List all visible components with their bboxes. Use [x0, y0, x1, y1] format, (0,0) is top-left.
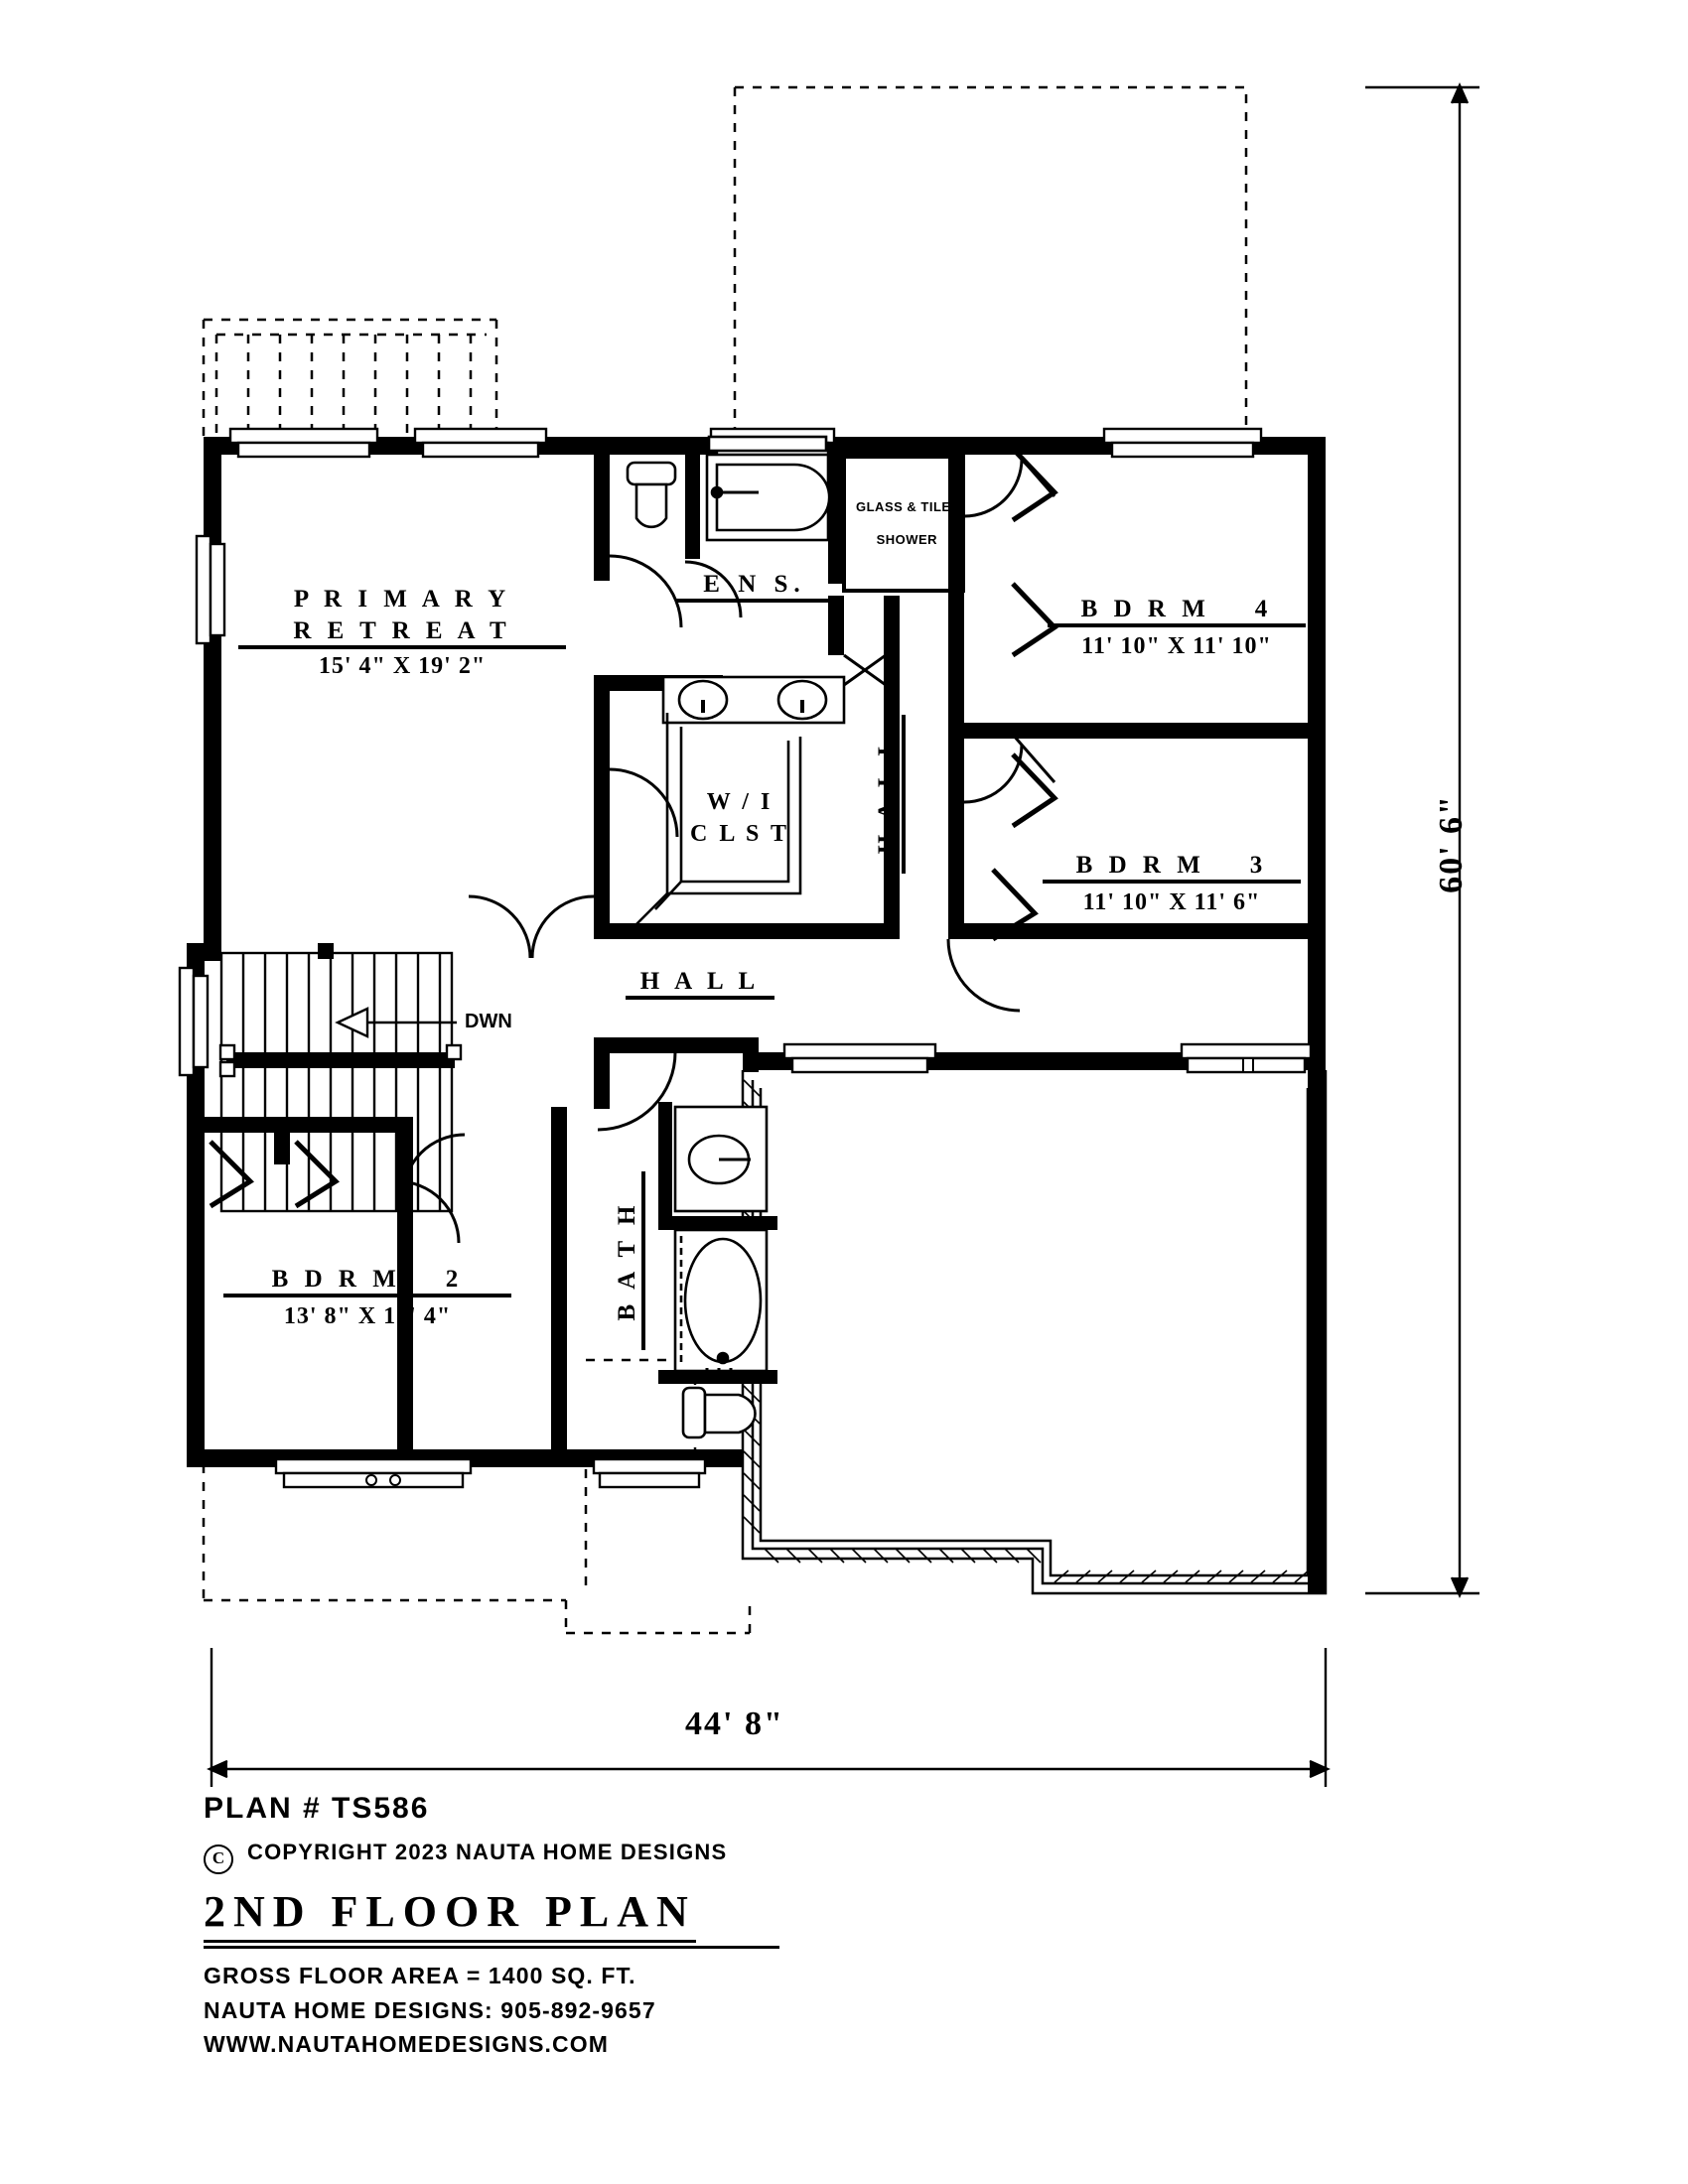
door-closet-bdrm3	[1011, 734, 1056, 783]
door-arc-ens	[609, 554, 683, 628]
door-arc-primary-a	[468, 894, 532, 959]
vanity-ensuite	[661, 675, 846, 725]
bdrm4-dim: 11' 10" X 11' 10"	[1081, 633, 1272, 659]
wic-name-line2: C L S T	[690, 821, 789, 847]
shower-label-line1: GLASS & TILE	[856, 499, 951, 514]
overall-height-dim: 60' 6"	[1433, 794, 1470, 893]
door-arc-wc	[684, 560, 743, 618]
website: WWW.NAUTAHOMEDESIGNS.COM	[204, 2031, 609, 2057]
shower-ensuite	[842, 455, 965, 593]
bdrm2-dim: 13' 8" X 10' 4"	[283, 1303, 452, 1329]
chevron-bdrm4-top	[1011, 447, 1058, 523]
door-arc-bdrm4	[963, 458, 1024, 518]
bathtub-main	[673, 1228, 769, 1378]
hall-vertical-name: H A L L	[874, 715, 906, 874]
closet-doors-bdrm2	[209, 1140, 340, 1209]
lower-roof-outline	[741, 1070, 1328, 1595]
gross-floor-area: GROSS FLOOR AREA = 1400 SQ. FT.	[204, 1963, 636, 1988]
title-underline	[204, 1946, 779, 1949]
primary-retreat-name-line2: R E T R E A T	[238, 617, 566, 649]
ensuite-name: E N S.	[675, 571, 834, 603]
company-phone: NAUTA HOME DESIGNS: 905-892-9657	[204, 1996, 656, 2023]
door-arc-wic	[609, 767, 679, 838]
copyright-text: COPYRIGHT 2023 NAUTA HOME DESIGNS	[247, 1840, 728, 1864]
stair-handrail	[218, 1043, 463, 1078]
wic-name-line1: W / I	[706, 789, 774, 815]
copyright-line: C COPYRIGHT 2023 NAUTA HOME DESIGNS	[204, 1840, 779, 1874]
bath-name: B A T H	[614, 1171, 645, 1350]
primary-retreat-dim: 15' 4" X 19' 2"	[318, 653, 487, 679]
plan-number: PLAN # TS586	[204, 1792, 430, 1825]
title-block: PLAN # TS586 C COPYRIGHT 2023 NAUTA HOME…	[204, 1792, 779, 2062]
door-arc-hall-lower	[946, 938, 1021, 1013]
bdrm3-dim: 11' 10" X 11' 6"	[1082, 889, 1261, 915]
closet-door-chevrons	[991, 447, 1058, 942]
lower-roof-hatch	[743, 1079, 1326, 1583]
door-arc-primary-b	[530, 894, 595, 959]
bdrm3-name: B D R M 3	[1043, 852, 1301, 884]
door-arc-bdrm3	[963, 744, 1024, 804]
shower-label-line2: SHOWER	[876, 531, 938, 547]
bathtub-ensuite	[705, 435, 831, 542]
bdrm2-name: B D R M 2	[223, 1266, 511, 1297]
chevron-bdrm3-bottom	[991, 868, 1039, 942]
bdrm4-name: B D R M 4	[1048, 596, 1306, 627]
closet-shelving-wic	[612, 713, 802, 927]
stairs-down-label: DWN	[465, 1011, 512, 1032]
overall-width-dim: 44' 8"	[685, 1706, 784, 1742]
windows	[178, 427, 1313, 1489]
stair-direction-arrow	[335, 1007, 457, 1038]
doors	[396, 448, 1056, 1244]
hall-door-small	[843, 653, 887, 687]
chevron-bdrm3-top	[1011, 752, 1058, 829]
chevron-bdrm4-bottom	[1011, 582, 1058, 658]
shower-label: GLASS & TILE SHOWER	[856, 499, 965, 548]
sink-bath	[673, 1105, 769, 1213]
copyright-icon: C	[204, 1844, 233, 1874]
plan-title: 2ND FLOOR PLAN	[204, 1886, 696, 1943]
toilet-bath	[681, 1386, 757, 1439]
hall-center-name: H A L L	[626, 968, 774, 1000]
primary-retreat-name-line1: P R I M A R Y	[293, 586, 511, 613]
toilet-ensuite	[626, 461, 677, 529]
door-arc-bath	[597, 1051, 677, 1132]
staircase	[219, 951, 454, 1213]
window-mullions	[365, 1057, 1254, 1486]
